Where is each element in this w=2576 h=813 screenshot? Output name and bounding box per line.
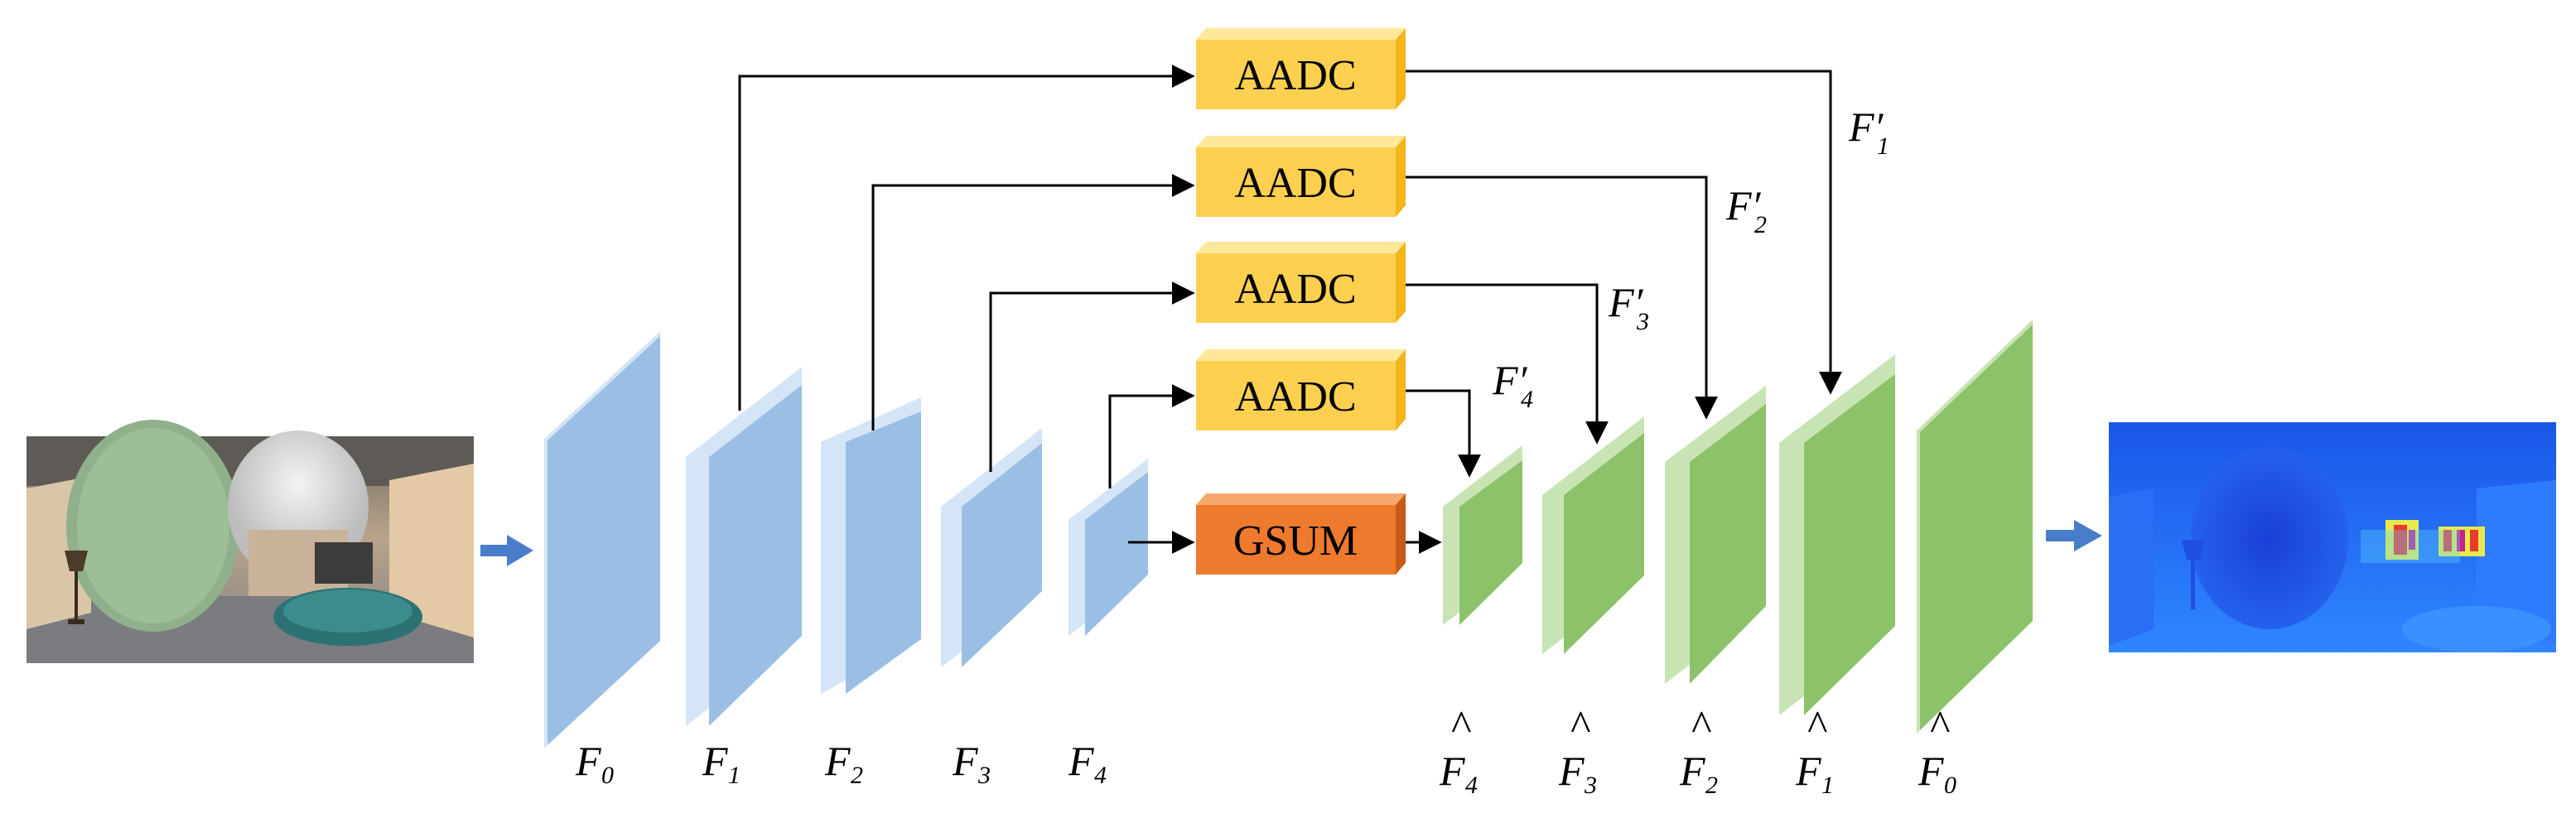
svg-text:^: ^	[1691, 703, 1711, 750]
aadc-box-2: AADC	[1196, 136, 1406, 217]
encoder-label-f4: F 4	[1068, 738, 1107, 789]
skip-label-f2-prime: F′ 2	[1725, 182, 1767, 238]
decoder-label-f0-hat: ^ F 0	[1918, 703, 1956, 799]
decoder-block-f1-hat	[1779, 354, 1895, 715]
svg-text:F′: F′	[1848, 103, 1884, 150]
svg-text:F: F	[1918, 748, 1944, 794]
svg-text:F: F	[1068, 738, 1094, 784]
gsum-label: GSUM	[1233, 517, 1358, 565]
encoder-label-f0: F 0	[575, 738, 614, 789]
decoder-label-f3-hat: ^ F 3	[1558, 703, 1597, 799]
svg-text:0: 0	[1944, 772, 1956, 799]
output-depth-map-image	[2109, 422, 2556, 652]
decoder-label-f4-hat: ^ F 4	[1439, 703, 1478, 799]
arrow-f3-to-aadc3	[989, 281, 1195, 472]
svg-text:^: ^	[1807, 703, 1827, 750]
svg-text:F: F	[1439, 748, 1465, 794]
aadc-box-4: AADC	[1196, 349, 1406, 431]
svg-text:1: 1	[1877, 132, 1889, 160]
decoder-block-f0-hat	[1917, 320, 2033, 734]
svg-text:F: F	[952, 738, 978, 784]
svg-text:2: 2	[1754, 211, 1767, 238]
skip-connection-arrows	[738, 65, 1842, 554]
arrow-aadc3-to-f3-hat	[1406, 283, 1609, 445]
encoder-block-f1	[686, 367, 802, 726]
decoder-label-f2-hat: ^ F 2	[1679, 703, 1718, 799]
svg-text:F′: F′	[1725, 182, 1762, 229]
output-flow-arrow	[2046, 520, 2102, 551]
svg-text:^: ^	[1450, 703, 1471, 750]
svg-text:4: 4	[1521, 386, 1533, 413]
svg-text:F: F	[702, 738, 728, 784]
decoder-block-f2-hat	[1665, 386, 1766, 684]
arrow-aadc4-to-f4-hat	[1406, 389, 1481, 478]
input-panorama-image	[27, 420, 474, 663]
svg-text:F: F	[1795, 748, 1821, 794]
svg-text:3: 3	[1636, 308, 1649, 335]
svg-text:F: F	[1558, 748, 1585, 794]
arrow-f4-to-aadc4	[1108, 384, 1195, 488]
encoder-block-f0	[544, 331, 660, 748]
svg-text:F: F	[1679, 748, 1705, 794]
aadc-1-label: AADC	[1234, 52, 1356, 99]
encoder-label-f2: F 2	[824, 738, 863, 789]
arrow-aadc1-to-f1-hat	[1406, 70, 1842, 395]
arrow-f1-to-aadc1	[738, 65, 1195, 411]
aadc-4-label: AADC	[1234, 373, 1356, 421]
svg-text:4: 4	[1094, 762, 1107, 789]
svg-text:3: 3	[977, 762, 991, 789]
svg-text:4: 4	[1465, 772, 1478, 799]
input-flow-arrow	[480, 535, 533, 566]
svg-text:1: 1	[1821, 772, 1834, 799]
aadc-box-3: AADC	[1196, 242, 1406, 323]
aadc-3-label: AADC	[1234, 266, 1356, 313]
skip-label-f3-prime: F′ 3	[1608, 279, 1649, 335]
svg-text:F′: F′	[1492, 357, 1528, 403]
aadc-2-label: AADC	[1234, 160, 1356, 207]
aadc-box-1: AADC	[1196, 28, 1406, 109]
svg-text:F: F	[824, 738, 851, 784]
gsum-box: GSUM	[1196, 493, 1406, 575]
decoder-label-f1-hat: ^ F 1	[1795, 703, 1834, 799]
svg-text:3: 3	[1584, 772, 1597, 799]
encoder-block-f4	[1069, 459, 1148, 636]
svg-text:F′: F′	[1608, 279, 1644, 325]
encoder-label-f3: F 3	[952, 738, 991, 789]
arrow-aadc2-to-f2-hat	[1406, 176, 1718, 420]
svg-text:2: 2	[851, 762, 863, 789]
skip-label-f1-prime: F′ 1	[1848, 103, 1889, 160]
decoder-block-f4-hat	[1443, 445, 1522, 625]
encoder-block-f3	[941, 428, 1042, 667]
skip-label-f4-prime: F′ 4	[1492, 357, 1533, 413]
decoder-block-f3-hat	[1542, 416, 1644, 654]
svg-text:^: ^	[1929, 703, 1950, 750]
svg-text:F: F	[575, 738, 601, 784]
arrow-f2-to-aadc2	[871, 174, 1195, 431]
svg-text:2: 2	[1705, 772, 1718, 799]
svg-text:0: 0	[601, 762, 614, 789]
encoder-block-f2	[821, 397, 921, 694]
encoder-label-f1: F 1	[702, 738, 740, 789]
svg-text:1: 1	[728, 762, 740, 789]
svg-text:^: ^	[1570, 703, 1590, 750]
